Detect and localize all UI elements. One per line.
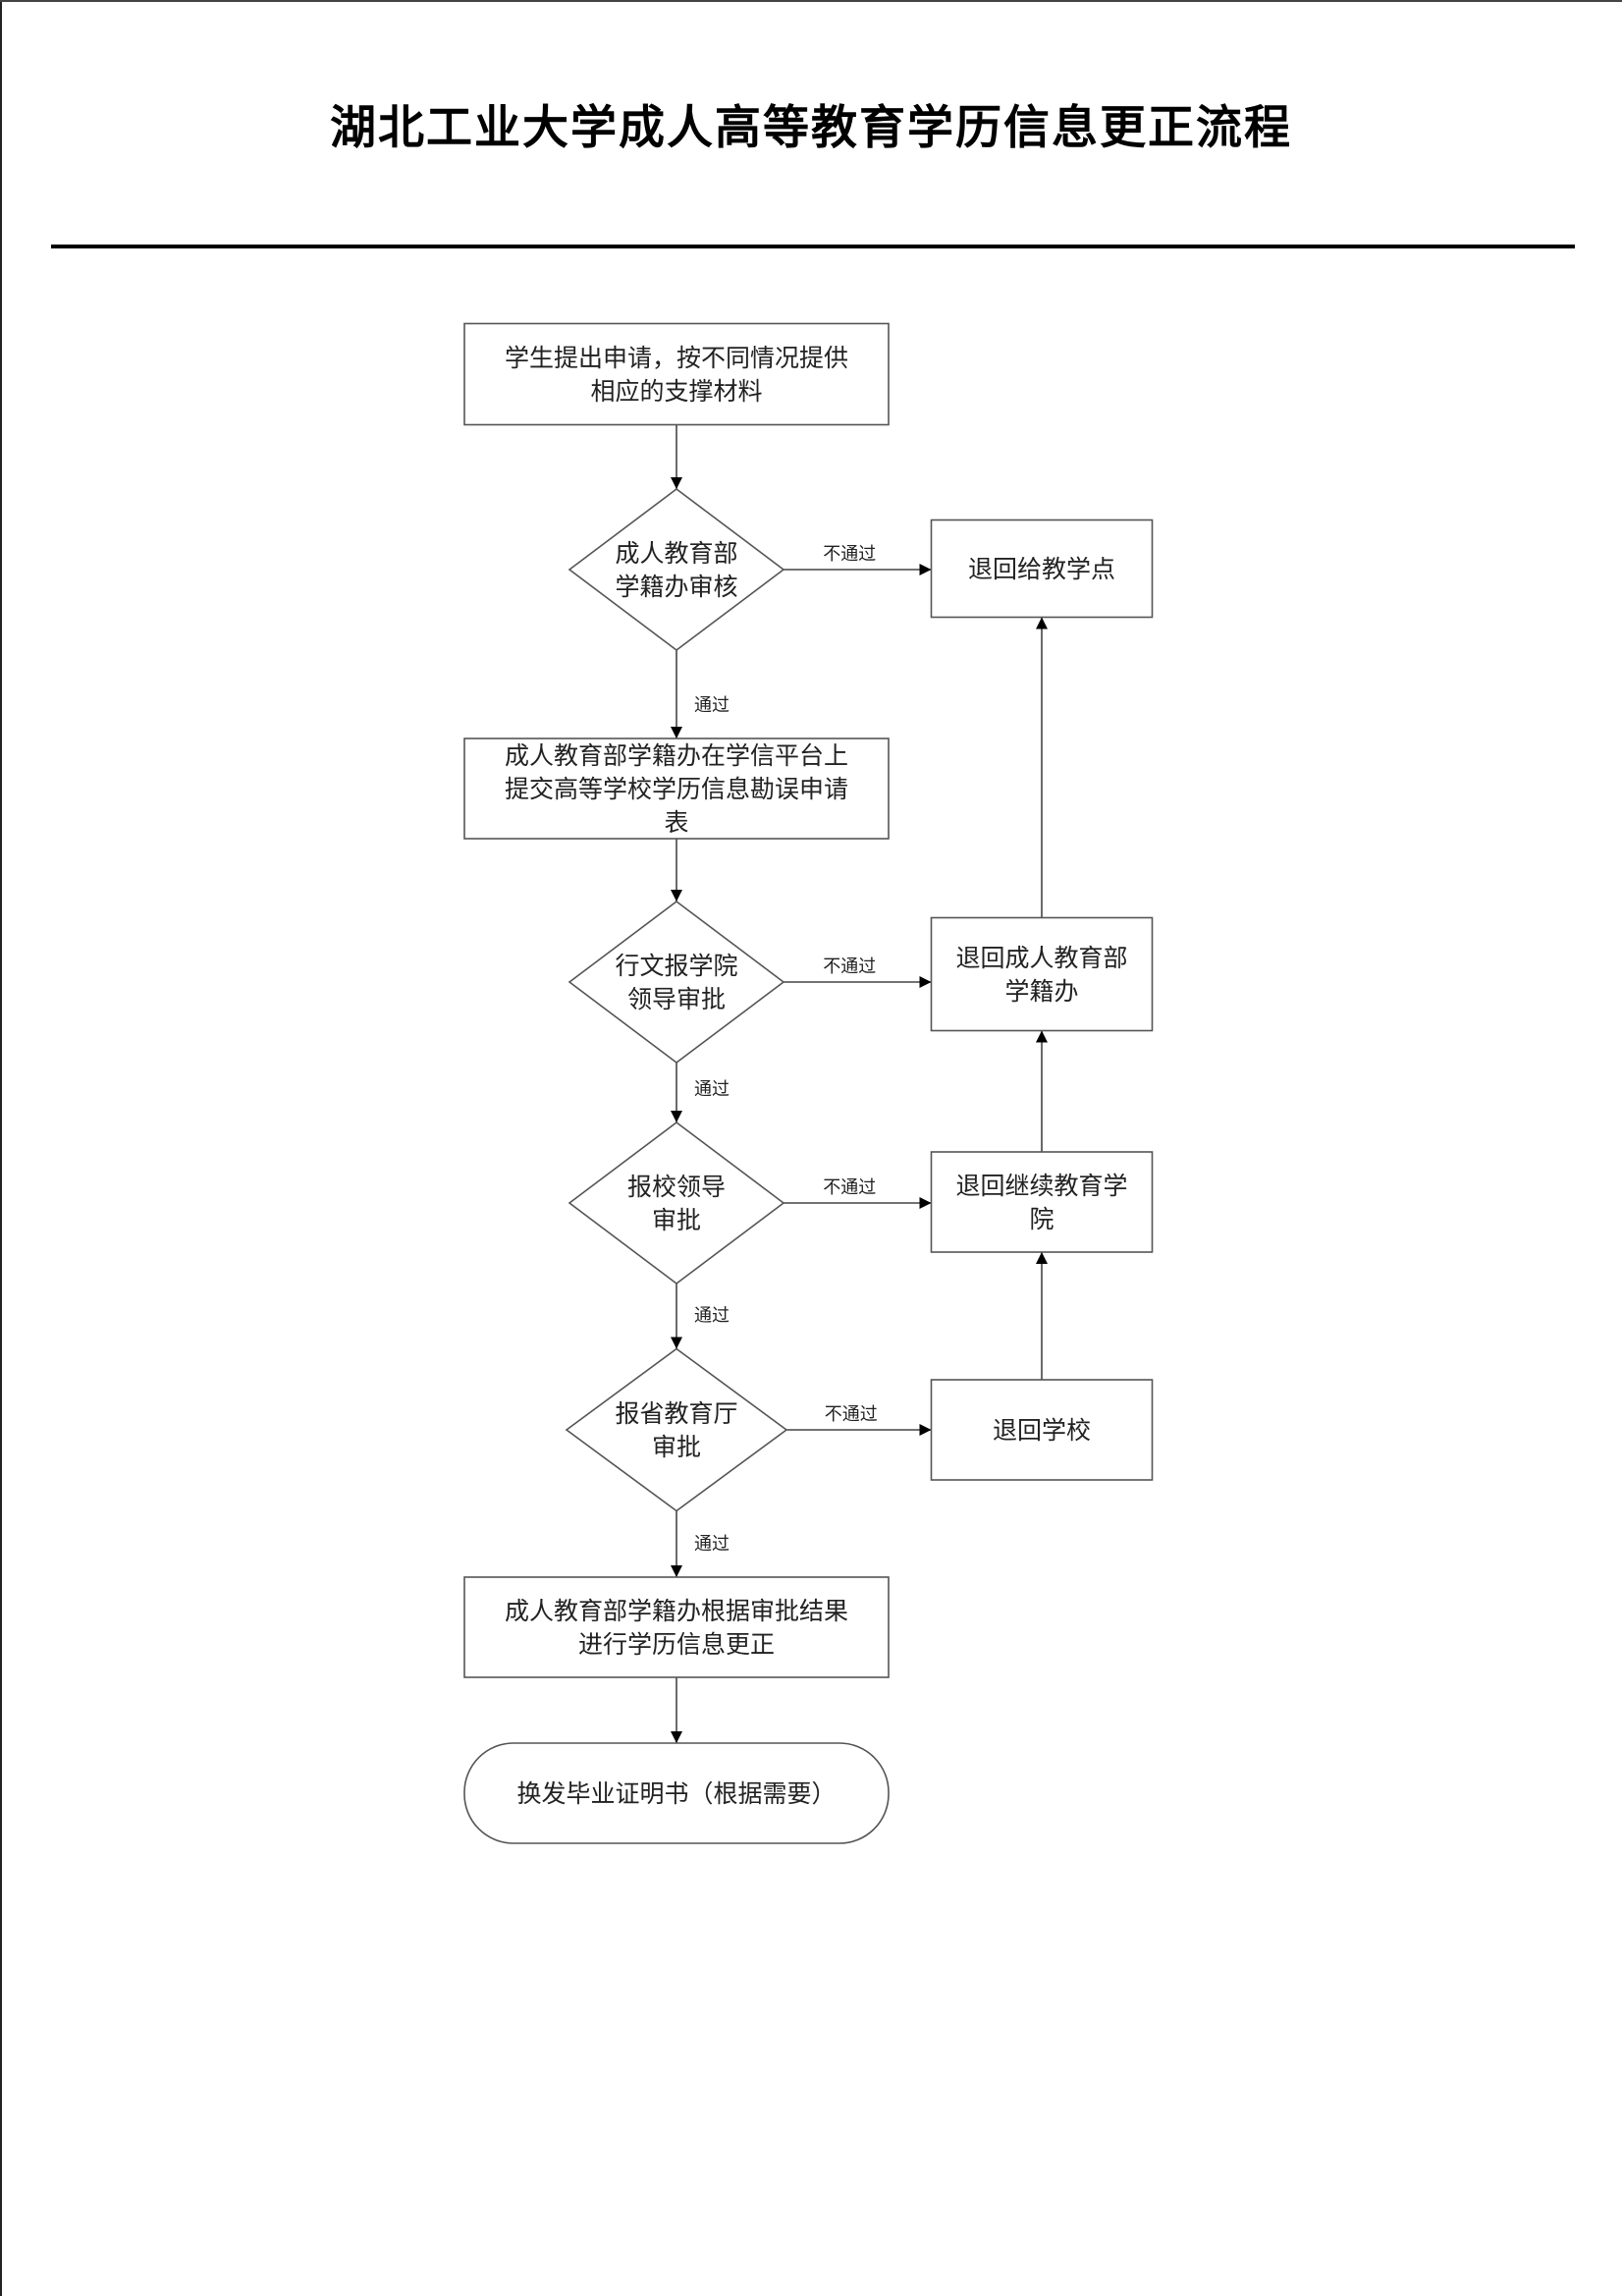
node-label: 学籍办审核 <box>615 573 737 601</box>
node-label: 退回成人教育部 <box>955 944 1127 972</box>
decision-diamond <box>568 1121 785 1285</box>
node-label: 院 <box>1029 1205 1054 1233</box>
process-box <box>930 1379 1154 1481</box>
decision-diamond <box>568 487 785 652</box>
decision-diamond <box>565 1347 788 1512</box>
edge-label: 通过 <box>694 1079 730 1100</box>
node-label: 学生提出申请，按不同情况提供 <box>505 344 848 372</box>
flow-edge-review1-to-return1: 不通过 <box>784 544 932 575</box>
node-label: 报省教育厅 <box>615 1399 737 1428</box>
flow-edge-review4-to-return4: 不通过 <box>786 1404 932 1436</box>
flow-edge-review2-to-return2: 不通过 <box>784 957 932 988</box>
node-label: 退回给教学点 <box>968 555 1115 583</box>
node-label: 成人教育部 <box>615 539 737 568</box>
flow-node-reissue: 换发毕业证明书（根据需要） <box>463 1742 890 1844</box>
node-label: 进行学历信息更正 <box>578 1630 775 1659</box>
page-border-top <box>0 0 1622 2</box>
node-label: 行文报学院 <box>615 952 737 980</box>
node-label: 成人教育部学籍办根据审批结果 <box>505 1597 848 1625</box>
title-divider <box>51 245 1575 248</box>
flow-edge-review3-to-review4: 通过 <box>671 1284 730 1349</box>
flow-edge-review2-to-review3: 通过 <box>671 1063 730 1122</box>
edge-label: 通过 <box>694 1534 730 1555</box>
process-box <box>930 1151 1154 1253</box>
node-label: 报校领导 <box>627 1173 726 1201</box>
node-label: 相应的支撑材料 <box>590 377 762 406</box>
document-title: 湖北工业大学成人高等教育学历信息更正流程 <box>330 101 1292 155</box>
edge-label: 不通过 <box>823 544 876 565</box>
node-label: 审批 <box>652 1206 701 1234</box>
flow-node-return1: 退回给教学点 <box>930 519 1154 619</box>
flow-edge-review1-to-submit: 通过 <box>671 650 730 738</box>
node-label: 领导审批 <box>627 985 726 1013</box>
flow-node-return4: 退回学校 <box>930 1379 1154 1481</box>
node-label: 换发毕业证明书（根据需要） <box>516 1779 836 1808</box>
process-box <box>930 519 1154 619</box>
node-label: 表 <box>664 808 688 837</box>
flow-edge-review3-to-return3: 不通过 <box>784 1177 932 1209</box>
terminator-shape <box>463 1742 890 1844</box>
edge-label: 通过 <box>694 1306 730 1327</box>
edge-label: 通过 <box>694 695 730 716</box>
process-box <box>463 322 890 426</box>
node-label: 学籍办 <box>1004 977 1078 1006</box>
process-box <box>930 916 1154 1032</box>
edge-label: 不通过 <box>825 1404 878 1425</box>
edge-label: 不通过 <box>823 957 876 977</box>
edge-label: 不通过 <box>823 1177 876 1198</box>
node-label: 退回学校 <box>993 1416 1091 1445</box>
process-box <box>463 1576 890 1678</box>
decision-diamond <box>568 900 785 1065</box>
flow-edge-review4-to-correct: 通过 <box>671 1510 730 1577</box>
node-label: 提交高等学校学历信息勘误申请 <box>505 775 848 803</box>
process-box <box>463 738 890 840</box>
node-label: 退回继续教育学 <box>955 1172 1127 1200</box>
node-label: 审批 <box>652 1433 701 1461</box>
node-label: 成人教育部学籍办在学信平台上 <box>505 741 848 770</box>
page-border-left <box>0 0 2 2296</box>
